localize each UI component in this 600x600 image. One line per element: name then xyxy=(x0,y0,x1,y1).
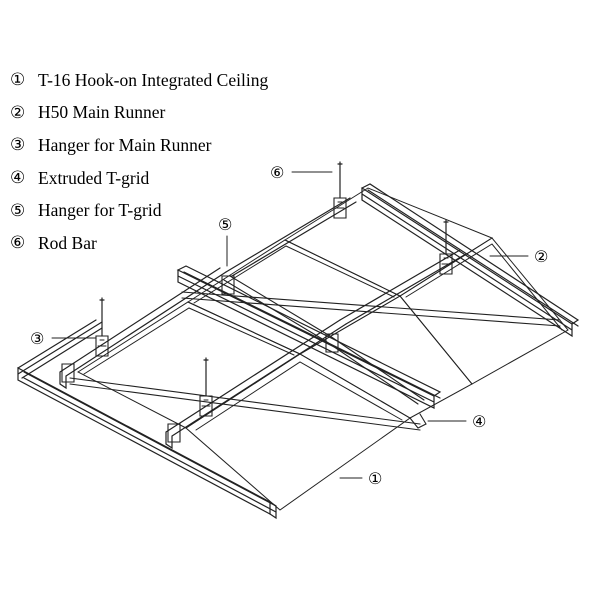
cross-runner xyxy=(339,249,467,325)
cross-runner xyxy=(225,197,357,277)
main-runner xyxy=(361,187,579,338)
legend-label: Extruded T-grid xyxy=(38,167,150,188)
main-runner-hanger xyxy=(95,335,109,357)
ceiling-panel xyxy=(299,295,473,419)
callout-6: ⑥ xyxy=(270,163,284,182)
t-grid-bar xyxy=(229,275,331,337)
t-grid-hanger xyxy=(325,333,339,353)
legend-label: Rod Bar xyxy=(38,232,97,253)
main-runner-hanger xyxy=(439,253,453,275)
legend-number: ② xyxy=(10,102,26,123)
t-grid-hanger xyxy=(61,363,75,383)
callout-2: ② xyxy=(534,247,548,266)
legend-item-1: ① T-16 Hook-on Integrated Ceiling xyxy=(10,64,268,97)
rod-bar xyxy=(337,161,343,199)
callout-4: ④ xyxy=(472,412,486,431)
main-runner xyxy=(17,319,103,379)
main-runner-hangers xyxy=(95,197,453,417)
rod-bar xyxy=(443,219,449,255)
ceiling-panel xyxy=(283,187,494,297)
legend-number: ④ xyxy=(10,168,26,189)
t-grid-bar xyxy=(69,377,421,425)
ceiling-panel-bevel xyxy=(83,307,295,375)
callout-leaders xyxy=(51,171,529,479)
callout-5: ⑤ xyxy=(218,215,232,234)
ceiling-panel-bevel xyxy=(193,245,395,304)
main-runner xyxy=(269,501,277,520)
legend-number: ③ xyxy=(10,135,26,156)
legend-item-2: ② H50 Main Runner xyxy=(10,97,268,130)
legend-label: H50 Main Runner xyxy=(38,102,166,123)
legend-label: Hanger for Main Runner xyxy=(38,134,212,155)
callout-1: ① xyxy=(368,469,382,488)
cross-runner xyxy=(59,267,227,390)
rod-bar xyxy=(203,357,209,397)
legend-number: ⑥ xyxy=(10,233,26,254)
t-grid-hangers xyxy=(61,275,339,443)
t-grid-bar-end xyxy=(409,413,427,429)
t-grid-hanger xyxy=(167,423,181,443)
rod-bars xyxy=(99,161,449,397)
legend-label: Hanger for T-grid xyxy=(38,200,162,221)
main-runner xyxy=(177,269,441,409)
callouts: ① ② ③ ④ ⑤ ⑥ xyxy=(30,163,548,488)
extruded-t-grid xyxy=(69,275,561,431)
ceiling-panel xyxy=(76,301,302,429)
callout-3: ③ xyxy=(30,329,44,348)
t-grid-bar xyxy=(69,383,421,431)
legend-item-4: ④ Extruded T-grid xyxy=(10,162,268,195)
main-runner xyxy=(23,371,277,513)
rod-bar xyxy=(99,297,105,337)
main-runner-hanger xyxy=(199,395,213,417)
ceiling-panel-bevel xyxy=(195,361,403,431)
legend-label: T-16 Hook-on Integrated Ceiling xyxy=(38,69,269,90)
legend-item-5: ⑤ Hanger for T-grid xyxy=(10,194,268,227)
ceiling-panel-bevel xyxy=(405,243,563,331)
legend-number: ⑤ xyxy=(10,200,26,221)
main-runner xyxy=(360,183,580,325)
h50-main-runners xyxy=(17,183,580,520)
main-runner xyxy=(176,265,442,397)
t-grid-hanger xyxy=(221,275,235,295)
legend-number: ① xyxy=(10,70,26,91)
t-grid-bar xyxy=(323,339,419,405)
legend: ① T-16 Hook-on Integrated Ceiling ② H50 … xyxy=(10,64,268,260)
legend-item-6: ⑥ Rod Bar xyxy=(10,227,268,260)
ceiling-panels xyxy=(76,187,569,511)
t-grid-bar xyxy=(181,291,561,321)
main-runner-hanger xyxy=(333,197,347,219)
legend-item-3: ③ Hanger for Main Runner xyxy=(10,129,268,162)
